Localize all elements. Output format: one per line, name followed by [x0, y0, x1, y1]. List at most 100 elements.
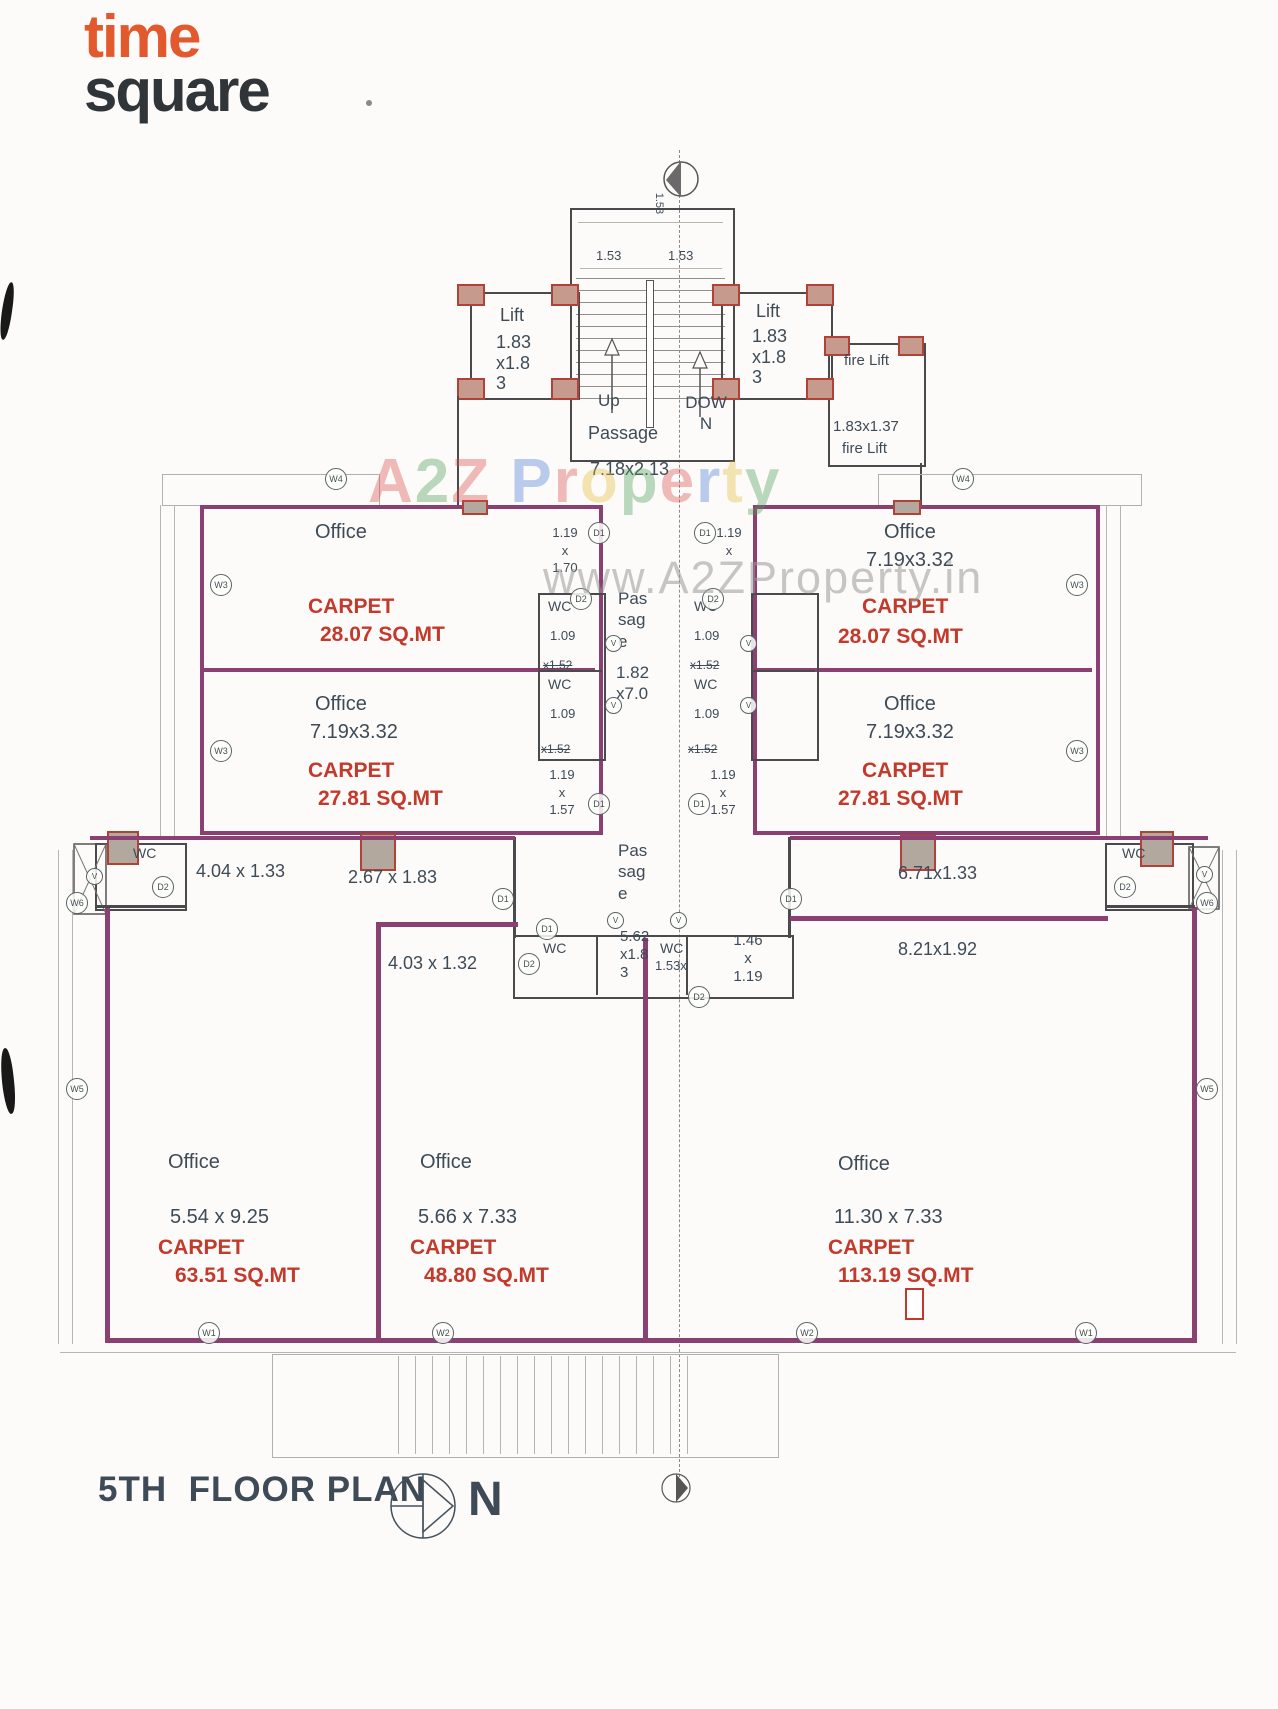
wall	[1105, 905, 1195, 908]
wall	[204, 668, 595, 672]
wall	[90, 836, 515, 840]
ledge-line	[1236, 850, 1237, 1344]
wall	[376, 922, 518, 927]
wc-dim: x1.52	[690, 658, 720, 672]
wall	[757, 668, 1092, 672]
lift-right-label: Lift	[756, 301, 781, 321]
parapet-line	[60, 1352, 1236, 1353]
column	[905, 1288, 924, 1320]
office-bl-carpet: CARPET	[158, 1236, 245, 1259]
wc-center-dims: 5.62 x1.8 3	[620, 928, 650, 981]
fire-lift-dims: 1.83x1.37	[833, 418, 899, 435]
door-marker-d2: D2	[688, 986, 710, 1008]
door-marker-d2: D2	[518, 953, 540, 975]
lift-left-dims: 1.83 x1.8 3	[496, 332, 532, 394]
wc-dim: 1.09	[550, 706, 576, 721]
vent-marker: V	[605, 635, 622, 652]
logo-mark	[366, 100, 372, 106]
wall	[790, 836, 1208, 840]
office-lr-area: 27.81 SQ.MT	[838, 787, 963, 810]
wall	[643, 938, 648, 1343]
window-marker-w3: W3	[1066, 740, 1088, 762]
office-lr-label: Office	[884, 693, 936, 715]
stair-dim-vertical: 1.53	[653, 192, 666, 215]
corridor-dim-4: 8.21x1.92	[898, 939, 978, 959]
window-marker-w5: W5	[66, 1078, 88, 1100]
column	[712, 284, 740, 306]
ledge-line	[160, 505, 161, 838]
office-ul-area: 28.07 SQ.MT	[320, 623, 445, 646]
column	[462, 500, 488, 515]
lobby-br-dims: 1.19 x 1.57	[710, 767, 736, 818]
passage-low-label: Pas sag e	[618, 841, 648, 903]
north-letter: N	[468, 1473, 503, 1526]
wall	[790, 916, 1108, 921]
office-bl-dims: 5.54 x 9.25	[170, 1206, 269, 1228]
vent-marker: V	[670, 912, 687, 929]
column	[806, 284, 834, 306]
scan-smudge	[0, 281, 16, 341]
wall	[457, 396, 459, 506]
door-marker-d2: D2	[570, 588, 592, 610]
door-marker-d1: D1	[536, 918, 558, 940]
office-ul-carpet: CARPET	[308, 595, 395, 618]
corridor-dim-2: 2.67 x 1.83	[348, 867, 438, 887]
window-marker-w3: W3	[210, 574, 232, 596]
window-marker-w6: W6	[1196, 892, 1218, 914]
north-symbol-top	[663, 161, 699, 197]
corridor-dim-1: 4.04 x 1.33	[196, 861, 286, 881]
watermark-url: www.A2ZProperty.in	[543, 552, 984, 603]
office-br-label: Office	[838, 1153, 890, 1175]
window-marker-w2: W2	[796, 1322, 818, 1344]
office-bm-carpet: CARPET	[410, 1236, 497, 1259]
office-ul-label: Office	[315, 521, 367, 543]
office-ur-area: 28.07 SQ.MT	[838, 625, 963, 648]
window-marker-w4: W4	[325, 468, 347, 490]
wc-label: WC	[548, 598, 572, 614]
wall	[513, 837, 516, 938]
lift-left-room	[470, 292, 580, 400]
column	[806, 378, 834, 400]
window-marker-w1: W1	[1075, 1322, 1097, 1344]
fire-lift-label: fire Lift	[844, 352, 890, 369]
vent-marker: V	[1196, 866, 1213, 883]
door-marker-d1: D1	[780, 888, 802, 910]
wall	[596, 935, 598, 995]
wc-dim: 1.09	[694, 706, 720, 721]
north-compass	[390, 1473, 456, 1539]
wc-dim: 1.09	[694, 628, 720, 643]
ledge-line	[1120, 505, 1121, 838]
office-br-area: 113.19 SQ.MT	[838, 1264, 974, 1287]
north-symbol-bottom	[661, 1473, 691, 1503]
wall	[538, 670, 602, 672]
vent-marker: V	[740, 697, 757, 714]
lift-right-dims: 1.83 x1.8 3	[752, 326, 788, 388]
fire-lift-label2: fire Lift	[842, 440, 888, 457]
office-bm-dims: 5.66 x 7.33	[418, 1206, 517, 1228]
stair-dim-right: 1.53	[668, 248, 694, 263]
ledge-line	[1106, 505, 1107, 838]
office-bm-area: 48.80 SQ.MT	[424, 1264, 549, 1287]
column	[551, 284, 579, 306]
window-marker-w4: W4	[952, 468, 974, 490]
window-marker-w5: W5	[1196, 1078, 1218, 1100]
vent-marker: V	[607, 912, 624, 929]
door-marker-d1: D1	[588, 793, 610, 815]
corridor-dim-3: 6.71x1.33	[898, 863, 978, 883]
corridor-dim-5: 4.03 x 1.32	[388, 953, 478, 973]
stair-dim-left: 1.53	[596, 248, 622, 263]
lobby-ur-dims: 1.19 x	[716, 525, 742, 558]
wc-dim: x1.52	[688, 742, 718, 756]
window-marker-w1: W1	[198, 1322, 220, 1344]
down-label: DOW N	[685, 393, 727, 434]
office-ll-label: Office	[315, 693, 367, 715]
office-ll-carpet: CARPET	[308, 759, 395, 782]
door-marker-d2: D2	[152, 876, 174, 898]
office-bl-area: 63.51 SQ.MT	[175, 1264, 300, 1287]
vent-marker: V	[86, 868, 103, 885]
office-br-carpet: CARPET	[828, 1236, 915, 1259]
window-marker-w3: W3	[1066, 574, 1088, 596]
page-title: 5TH FLOOR PLAN	[98, 1470, 427, 1509]
wall	[751, 670, 815, 672]
